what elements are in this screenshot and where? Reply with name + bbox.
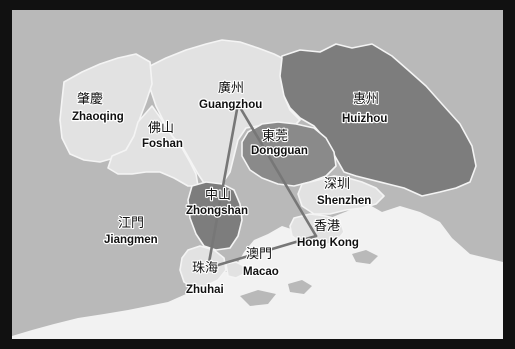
label-foshan-en: Foshan: [142, 138, 183, 150]
label-huizhou-zh: 惠州: [353, 92, 379, 107]
island-south-3: [352, 250, 378, 264]
label-hongkong-en: Hong Kong: [297, 237, 359, 249]
region-shenzhen: [297, 175, 385, 215]
label-foshan: 佛山 Foshan: [141, 120, 184, 151]
label-hongkong-zh: 香港: [314, 219, 340, 234]
label-guangzhou: 廣州 Guangzhou: [198, 80, 264, 112]
region-dongguan: [241, 121, 337, 187]
label-zhaoqing-en: Zhaoqing: [72, 111, 124, 123]
label-huizhou-en: Huizhou: [342, 113, 387, 125]
label-dongguan: 東莞 Dongguan: [250, 127, 309, 158]
label-zhaoqing: 肇慶 Zhaoqing: [71, 91, 125, 124]
route-guangzhou-zhuhai: [206, 102, 240, 270]
label-zhuhai: 珠海 Zhuhai: [185, 260, 225, 297]
label-shenzhen-en: Shenzhen: [317, 195, 371, 207]
label-zhongshan-zh: 中山: [205, 188, 231, 203]
label-dongguan-en: Dongguan: [251, 145, 308, 157]
label-shenzhen: 深圳 Shenzhen: [316, 176, 373, 208]
label-guangzhou-en: Guangzhou: [199, 99, 262, 111]
island-south-1: [240, 290, 276, 306]
label-zhuhai-zh: 珠海: [192, 261, 218, 276]
region-hong-kong: [289, 213, 345, 247]
label-huizhou: 惠州 Huizhou: [341, 91, 389, 126]
label-zhaoqing-zh: 肇慶: [77, 92, 103, 107]
label-jiangmen-en: Jiangmen: [104, 234, 158, 246]
label-macao-zh: 澳門: [246, 246, 272, 262]
label-jiangmen-zh: 江門: [118, 216, 144, 231]
label-hong-kong: 香港 Hong Kong: [296, 218, 360, 250]
island-south-2: [288, 280, 312, 294]
label-zhongshan: 中山 Zhongshan: [185, 187, 249, 218]
region-foshan: [107, 105, 199, 187]
label-zhongshan-en: Zhongshan: [186, 205, 248, 217]
route-lines: [206, 102, 318, 270]
region-huizhou: [277, 43, 477, 197]
route-guangzhou-hongkong: [236, 102, 318, 238]
label-shenzhen-zh: 深圳: [324, 177, 350, 192]
label-dongguan-zh: 東莞: [262, 128, 288, 144]
label-jiangmen: 江門 Jiangmen: [103, 215, 159, 247]
label-zhuhai-en: Zhuhai: [186, 284, 224, 296]
route-zhuhai-hongkong: [206, 234, 318, 270]
label-macao: 澳門 Macao: [242, 245, 280, 279]
region-macao: [225, 261, 245, 279]
label-foshan-zh: 佛山: [148, 121, 174, 136]
label-guangzhou-zh: 廣州: [218, 81, 244, 96]
label-macao-en: Macao: [243, 266, 279, 278]
